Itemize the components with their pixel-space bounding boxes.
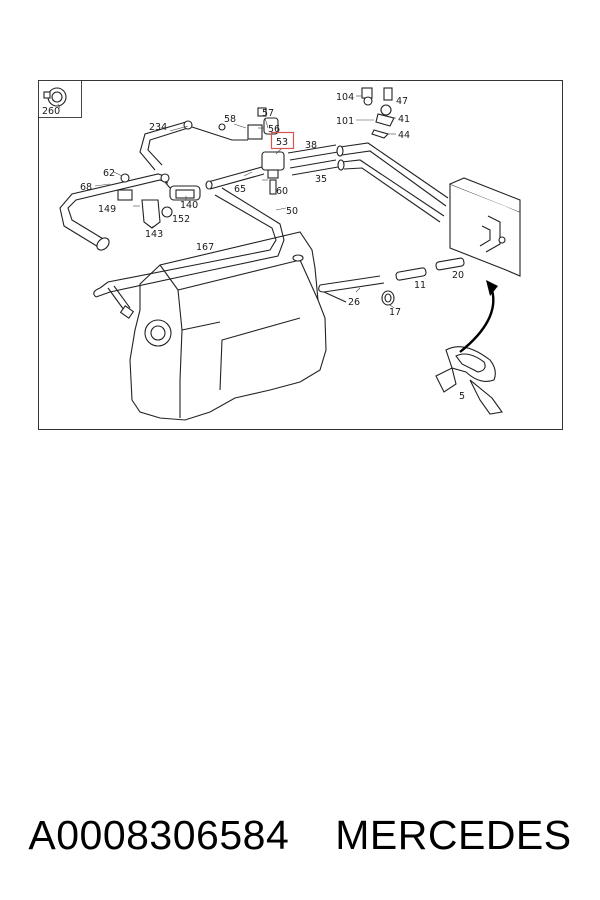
hose-38 <box>287 144 337 154</box>
callout-140: 140 <box>180 200 198 211</box>
caption-bar: A0008306584 MERCEDES <box>0 805 600 865</box>
callout-68: 68 <box>80 182 92 193</box>
highlight-box <box>270 131 295 150</box>
callout-20: 20 <box>452 270 464 281</box>
callout-44: 44 <box>398 130 410 141</box>
callout-60: 60 <box>276 186 288 197</box>
callout-101: 101 <box>336 116 354 127</box>
hose-234 <box>147 127 189 166</box>
hose-65 <box>207 166 263 183</box>
pointer-arrow <box>459 289 495 353</box>
hose-167 <box>99 194 277 289</box>
callout-50: 50 <box>286 206 298 217</box>
brand-name: MERCEDES <box>335 811 572 858</box>
callout-167: 167 <box>196 242 214 253</box>
hose-35 <box>289 159 337 169</box>
leader-lines <box>57 95 396 309</box>
valve-assembly <box>117 173 201 229</box>
hose-20 <box>435 257 465 271</box>
callout-152: 152 <box>172 214 190 225</box>
pointer-arrowhead <box>486 280 498 296</box>
callout-35: 35 <box>315 174 327 185</box>
hose-26 <box>319 275 381 286</box>
callout-38: 38 <box>305 140 317 151</box>
callout-58: 58 <box>224 114 236 125</box>
callout-26: 26 <box>348 297 360 308</box>
heater-hose-upper <box>339 142 449 199</box>
callout-labels: 260 234 58 57 56 53 38 35 65 60 50 62 68… <box>42 92 465 402</box>
clamp-icon <box>43 87 67 107</box>
callout-41: 41 <box>398 114 410 125</box>
callout-47: 47 <box>396 96 408 107</box>
callout-57: 57 <box>262 108 274 119</box>
callout-65: 65 <box>234 184 246 195</box>
callout-149: 149 <box>98 204 116 215</box>
heater-core <box>449 177 521 277</box>
engine-block <box>129 231 327 421</box>
callout-62: 62 <box>103 168 115 179</box>
callout-5: 5 <box>459 391 465 402</box>
callout-143: 143 <box>145 229 163 240</box>
callout-11: 11 <box>414 280 426 291</box>
parts-diagram: 260 234 58 57 56 53 38 35 65 60 50 62 68… <box>38 80 563 430</box>
callout-234: 234 <box>149 122 167 133</box>
hose-11 <box>395 267 427 281</box>
callout-17: 17 <box>389 307 401 318</box>
callout-53: 53 <box>276 137 288 148</box>
callout-260: 260 <box>42 106 60 117</box>
callout-104: 104 <box>336 92 354 103</box>
part-number: A0008306584 <box>28 811 290 858</box>
water-valve <box>218 107 285 195</box>
callout-56: 56 <box>268 124 280 135</box>
flange-5 <box>435 346 503 415</box>
clip-group <box>361 87 395 139</box>
